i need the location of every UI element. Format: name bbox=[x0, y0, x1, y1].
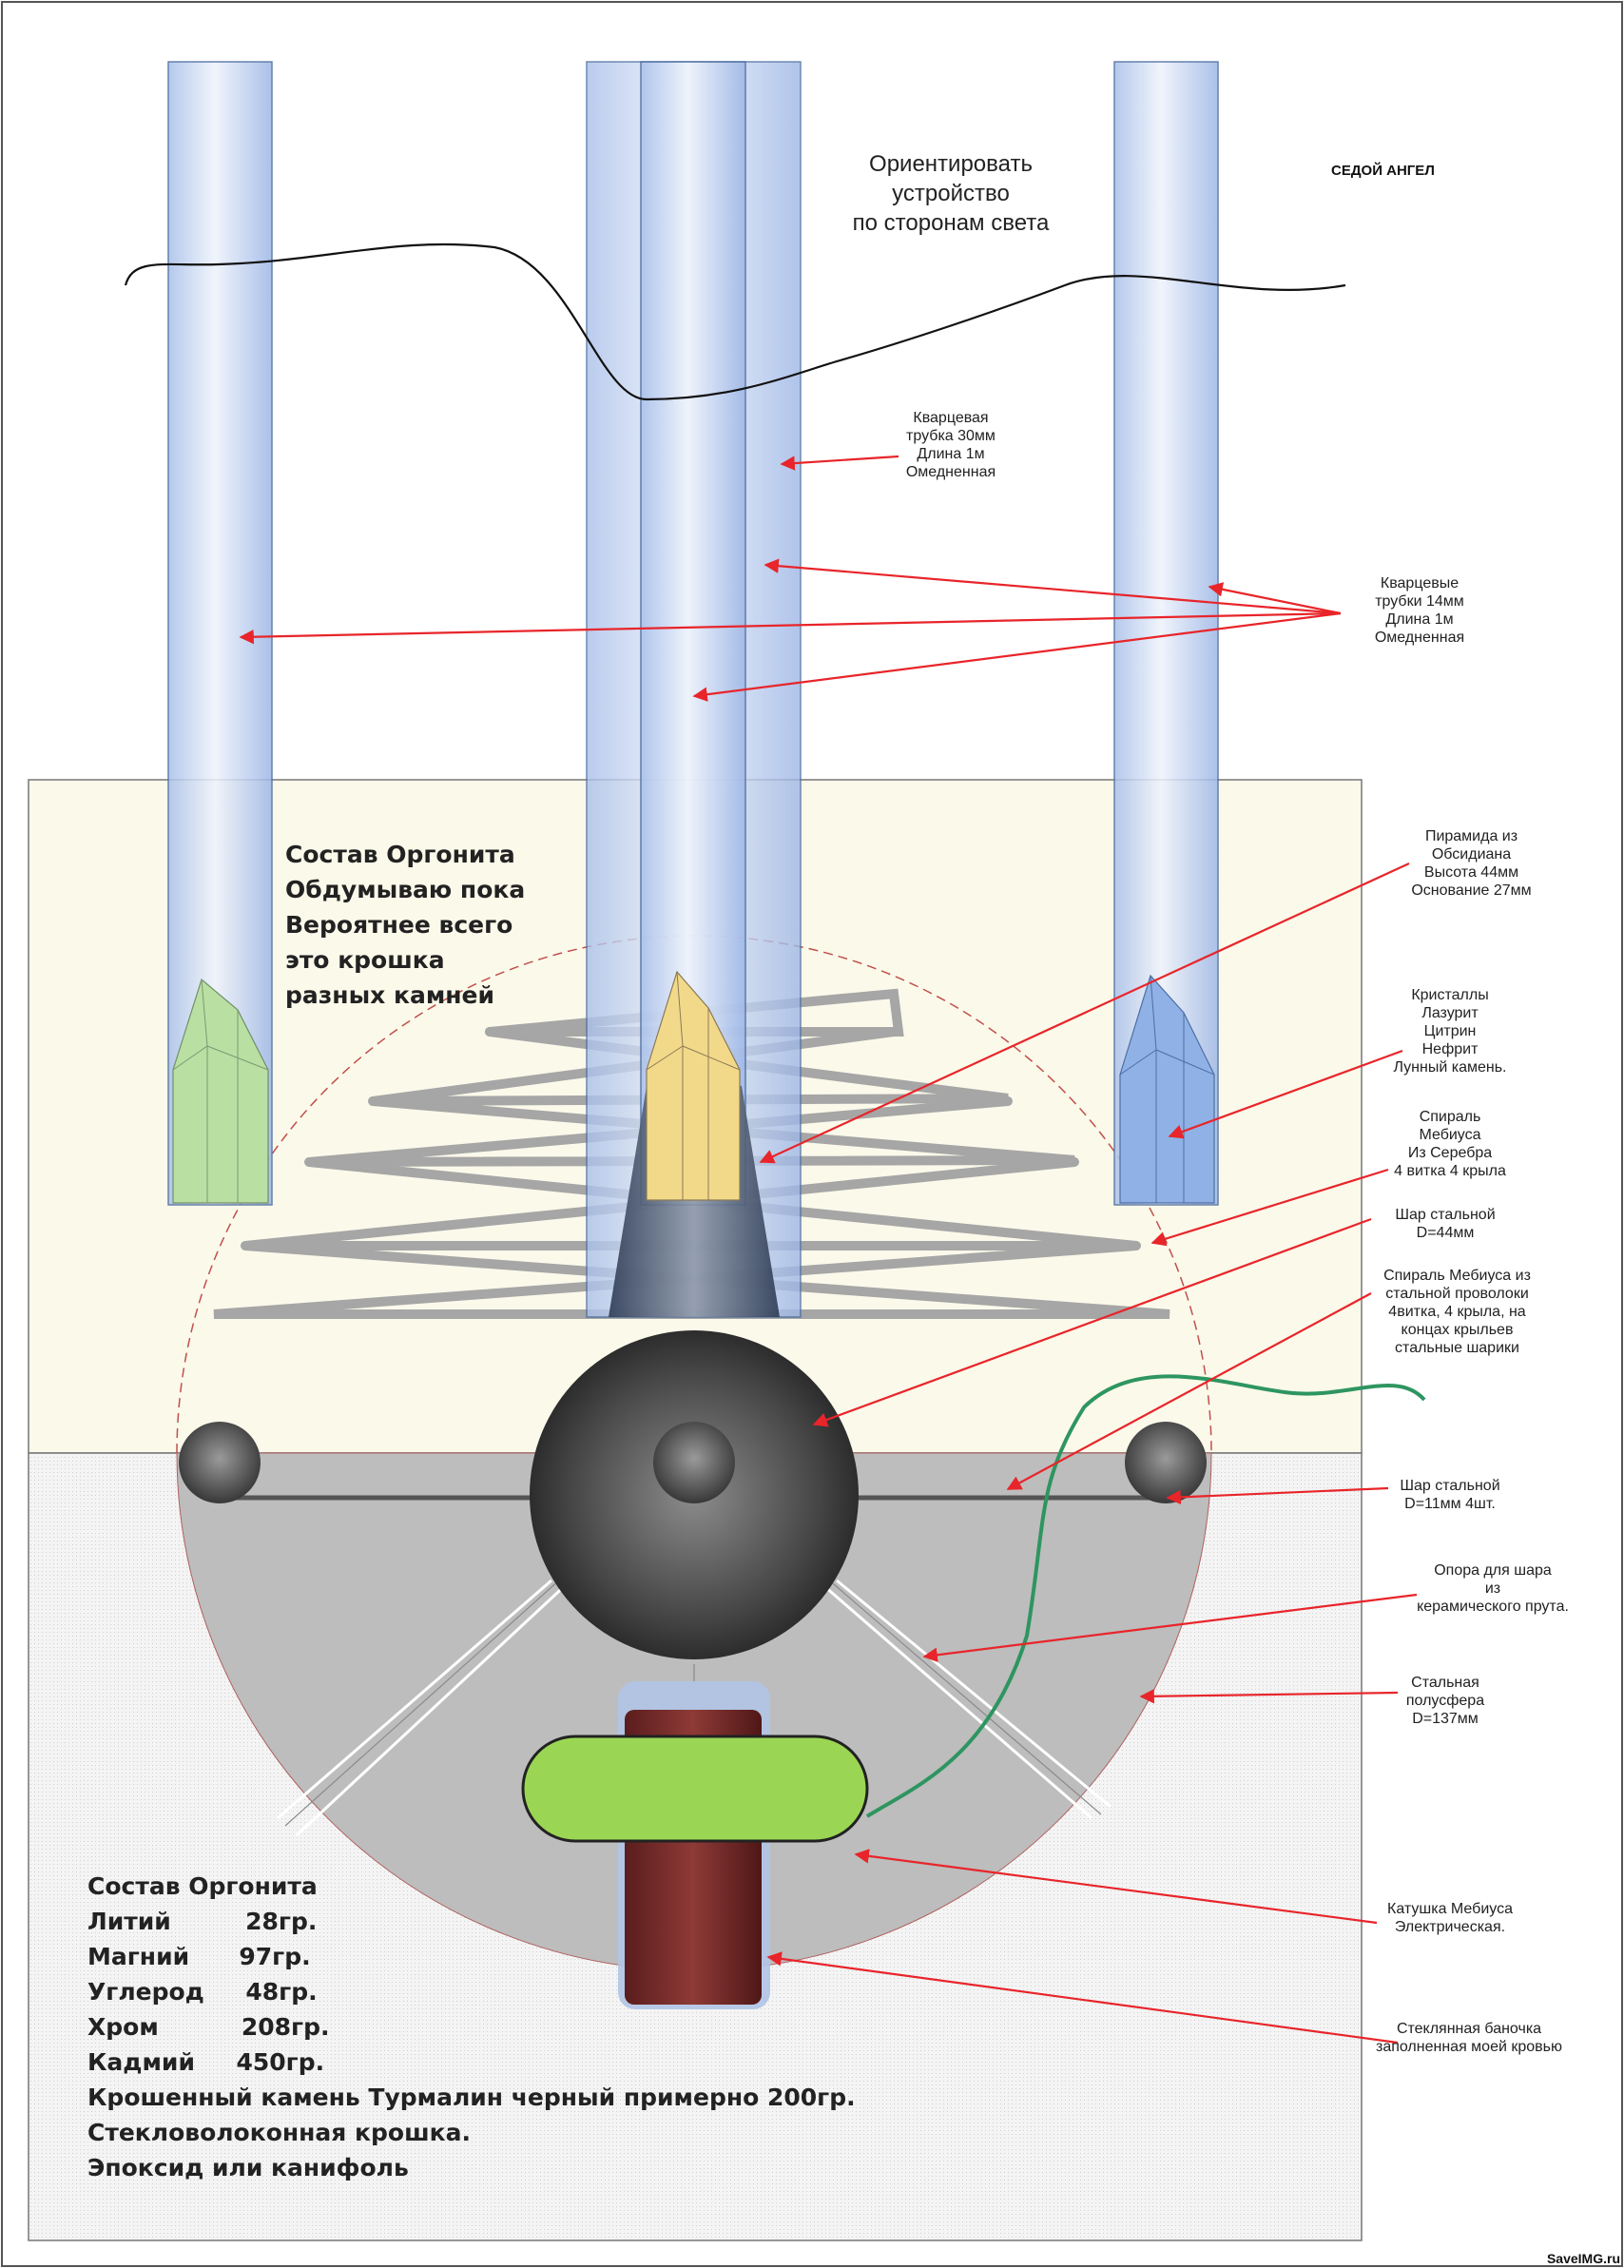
crystal-blue-icon bbox=[1119, 974, 1215, 1204]
quartz-tubes bbox=[167, 61, 1219, 1318]
wavy-cut-line bbox=[124, 242, 1346, 401]
composition-item: Хром 208гр. bbox=[87, 2013, 330, 2041]
steel-ball-small-2-icon bbox=[653, 1422, 735, 1503]
composition-item: Углерод 48гр. bbox=[87, 1978, 318, 2006]
composition-title: Состав Оргонита bbox=[87, 1872, 318, 1900]
steel-ball-small-1-icon bbox=[179, 1422, 261, 1503]
composition-item: Стекловолоконная крошка. bbox=[87, 2119, 471, 2146]
composition-item: Кадмий 450гр. bbox=[87, 2048, 325, 2076]
pointer-arrows bbox=[239, 455, 1418, 2045]
ceramic-supports bbox=[277, 1579, 1112, 1837]
crystal-green-icon bbox=[172, 978, 269, 1204]
composition-item: Крошенный камень Турмалин черный примерн… bbox=[87, 2084, 856, 2111]
composition-item: Эпоксид или канифоль bbox=[87, 2154, 409, 2181]
coil-wire bbox=[865, 1374, 1426, 1818]
composition-item: Литий 28гр. bbox=[87, 1908, 318, 1935]
author-name: СЕДОЙ АНГЕЛ bbox=[1331, 163, 1435, 179]
composition-item: Магний 97гр. bbox=[87, 1943, 311, 1970]
watermark: SaveIMG.ru bbox=[1546, 2251, 1620, 2266]
orientation-note: Ориентировать устройство по сторонам све… bbox=[852, 151, 1050, 236]
mobius-coil-icon bbox=[521, 1735, 869, 1843]
note-upper: Состав Оргонита Обдумываю пока Вероятнее… bbox=[285, 841, 526, 1009]
steel-ball-small-3-icon bbox=[1125, 1422, 1207, 1503]
composition-list: Состав Оргонита Литий 28гр. Магний 97гр.… bbox=[87, 1869, 856, 2185]
crystal-yellow-icon bbox=[646, 970, 741, 1201]
